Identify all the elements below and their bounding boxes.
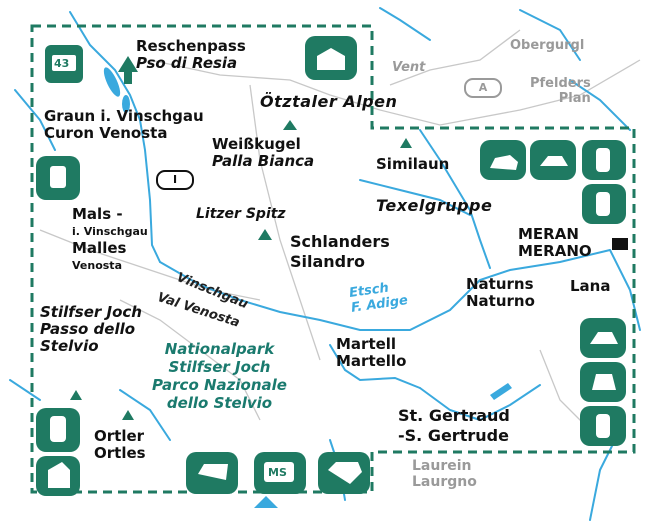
boundary-lines	[39, 29, 641, 441]
outside-vent: Vent	[392, 60, 426, 75]
place-meran: MERAN MERANO	[518, 225, 592, 260]
place-st-gertraud: St. Gertraud -S. Gertrude	[398, 406, 510, 445]
region-texelgruppe: Texelgruppe	[376, 196, 493, 215]
place-graun: Graun i. Vinschgau Curon Venosta	[44, 107, 204, 142]
summit-weisskugel: Weißkugel Palla Bianca	[212, 135, 315, 170]
place-schlanders: Schlanders Silandro	[290, 232, 390, 271]
summit-litzer-spitz: Litzer Spitz	[196, 206, 286, 222]
country-badge-austria: A	[464, 78, 502, 98]
lakes	[103, 67, 512, 400]
summit-similaun: Similaun	[376, 155, 450, 173]
place-mals: Mals - i. Vinschgau Malles Venosta	[72, 205, 148, 273]
outside-pfelders: Pfelders Plan	[530, 76, 591, 106]
pass-stilfser-joch: Stilfser Joch Passo dello Stelvio	[40, 303, 142, 355]
rivers	[9, 7, 641, 521]
region-oetztal: Ötztaler Alpen	[260, 92, 398, 111]
place-lana: Lana	[570, 277, 611, 295]
place-martell: Martell Martello	[336, 335, 407, 370]
edge-arrows	[118, 56, 628, 508]
national-park-label: Nationalpark Stilfser Joch Parco Naziona…	[152, 340, 287, 412]
hut-code-label: MS	[268, 466, 287, 479]
place-naturns: Naturns Naturno	[466, 275, 535, 310]
summit-markers	[70, 120, 412, 420]
outside-obergurgl: Obergurgl	[510, 38, 585, 53]
map-frame	[30, 24, 636, 494]
route-badge-label: 43	[54, 57, 70, 70]
outside-laurein: Laurein Laurgno	[412, 458, 477, 490]
summit-reschenpass: Reschenpass Pso di Resia	[136, 37, 246, 72]
summit-ortler: Ortler Ortles	[94, 427, 146, 462]
edge-tiles	[36, 36, 626, 496]
country-badge-italy: I	[156, 170, 194, 190]
